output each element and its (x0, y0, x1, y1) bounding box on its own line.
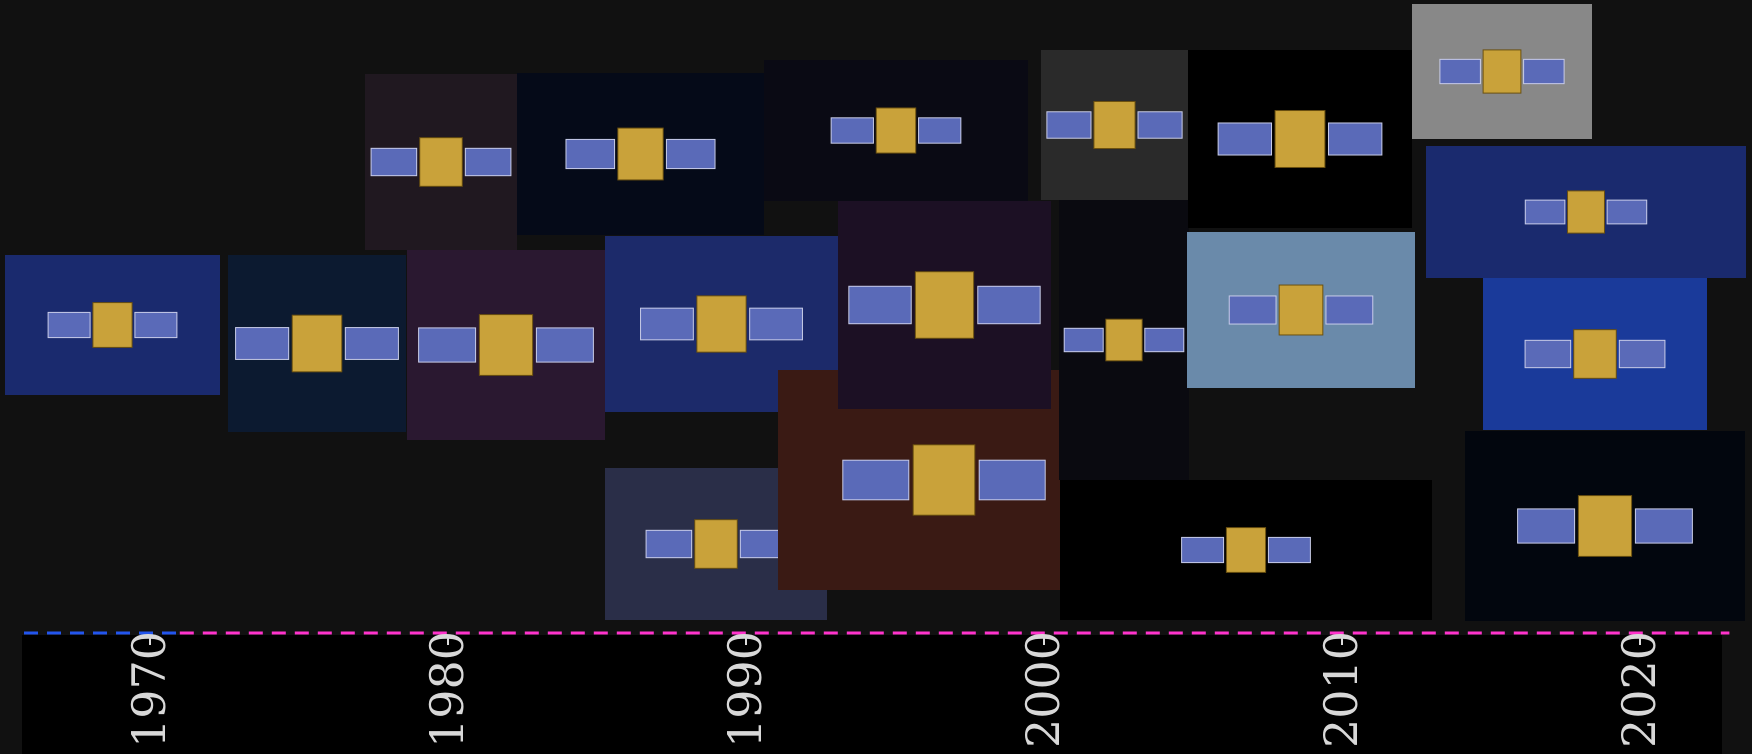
x-tick-label: 2010 (1314, 630, 1368, 748)
satellite-image (1059, 200, 1189, 480)
satellite-image (5, 255, 220, 395)
x-tick-mark (149, 635, 151, 645)
x-tick-mark (745, 635, 747, 645)
x-tick-label: 2000 (1016, 630, 1070, 748)
satellite-image (517, 73, 764, 235)
satellite-image (1483, 278, 1707, 430)
x-tick-label: 1970 (122, 630, 176, 748)
satellite-image (407, 250, 605, 440)
satellite-image (1465, 431, 1745, 621)
satellite-image (1426, 146, 1746, 278)
x-axis-band (22, 635, 1722, 754)
satellite-image (1187, 232, 1415, 388)
satellite-image (1188, 50, 1412, 228)
satellite-image (1041, 50, 1188, 200)
satellite-image (228, 255, 406, 432)
satellite-image (838, 201, 1051, 409)
x-tick-label: 1980 (420, 630, 474, 748)
x-tick-label: 1990 (718, 630, 772, 748)
x-tick-mark (1341, 635, 1343, 645)
x-tick-mark (1639, 635, 1641, 645)
satellite-image (1060, 480, 1432, 620)
satellite-image (1412, 4, 1592, 139)
x-tick-label: 2020 (1612, 630, 1666, 748)
satellite-image (764, 60, 1028, 201)
x-tick-mark (447, 635, 449, 645)
x-tick-mark (1043, 635, 1045, 645)
satellite-image (365, 74, 517, 250)
